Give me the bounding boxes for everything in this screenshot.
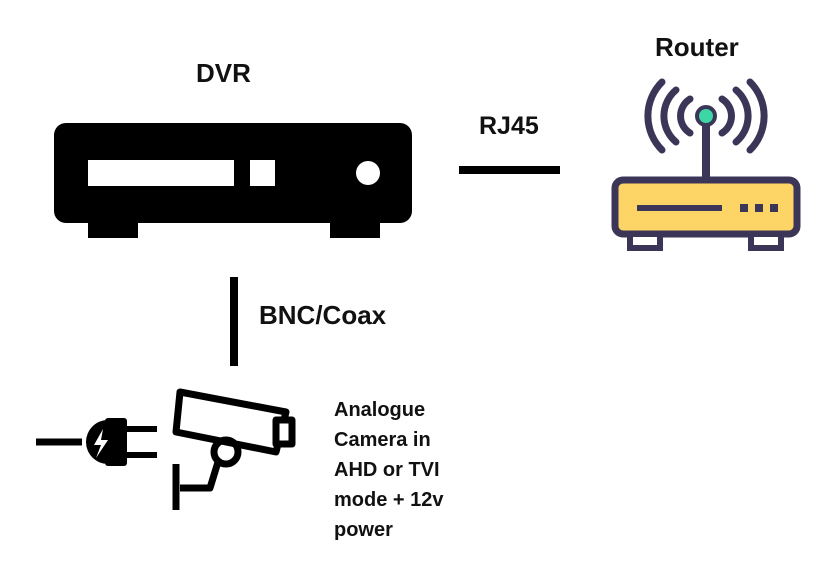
router-icon [611, 78, 801, 251]
dvr-title: DVR [196, 58, 251, 88]
cctv-camera-icon [172, 388, 296, 510]
router-title: Router [655, 32, 739, 62]
power-plug-icon [36, 418, 157, 466]
dvr-icon [54, 123, 412, 238]
rj45-label: RJ45 [479, 112, 539, 140]
camera-description: Analogue Camera in AHD or TVI mode + 12v… [334, 399, 444, 541]
bnc-coax-label: BNC/Coax [259, 300, 387, 330]
